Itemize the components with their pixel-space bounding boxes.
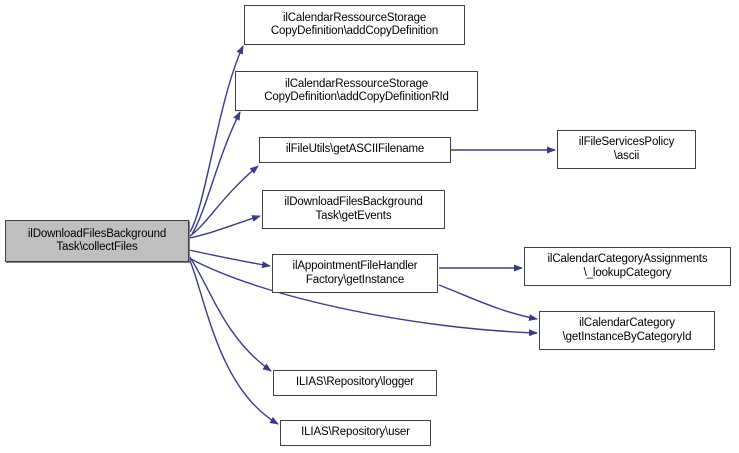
graph-edge-root-to-repository-logger [188,255,272,372]
graph-node-get-instance-by-category-id[interactable]: ilCalendarCategory \getInstanceByCategor… [539,311,715,350]
graph-edge-root-to-add-copy-definition-rid [191,111,241,235]
graph-edge-root-to-get-instance [188,249,271,269]
graph-node-get-instance[interactable]: ilAppointmentFileHandler Factory\getInst… [272,254,438,293]
graph-node-root[interactable]: ilDownloadFilesBackground Task\collectFi… [5,220,189,262]
graph-node-label: ilDownloadFilesBackground Task\getEvents [284,196,423,222]
graph-node-lookup-category[interactable]: ilCalendarCategoryAssignments \_lookupCa… [524,247,731,286]
graph-node-get-events[interactable]: ilDownloadFilesBackground Task\getEvents [262,190,445,229]
graph-node-label: ILIAS\Repository\logger [295,376,414,389]
graph-edge-root-to-repository-user [188,257,279,425]
graph-node-file-services-policy-ascii[interactable]: ilFileServicesPolicy \ascii [557,130,696,169]
graph-node-label: ilAppointmentFileHandler Factory\getInst… [292,260,418,286]
graph-edge-get-instance-to-get-instance-by-category-id [438,284,538,321]
graph-node-label: ILIAS\Repository\user [301,426,410,439]
graph-node-label: ilFileServicesPolicy \ascii [578,136,675,162]
graph-node-label: ilFileUtils\getASCIIFilename [285,143,425,156]
graph-node-get-ascii-filename[interactable]: ilFileUtils\getASCIIFilename [259,137,451,163]
graph-node-label: ilCalendarCategory \getInstanceByCategor… [562,317,692,343]
graph-edge-root-to-get-events [188,215,261,239]
graph-node-repository-logger[interactable]: ILIAS\Repository\logger [273,370,437,396]
graph-node-label: ilCalendarCategoryAssignments \_lookupCa… [547,253,708,279]
graph-edge-root-to-get-ascii-filename [189,165,259,237]
graph-node-label: ilCalendarRessourceStorage CopyDefinitio… [270,11,439,38]
graph-node-add-copy-definition[interactable]: ilCalendarRessourceStorage CopyDefinitio… [244,5,465,45]
graph-node-repository-user[interactable]: ILIAS\Repository\user [280,420,431,446]
graph-node-add-copy-definition-rid[interactable]: ilCalendarRessourceStorage CopyDefinitio… [235,71,478,111]
graph-node-label: ilDownloadFilesBackground Task\collectFi… [27,227,167,254]
graph-node-label: ilCalendarRessourceStorage CopyDefinitio… [264,77,449,104]
